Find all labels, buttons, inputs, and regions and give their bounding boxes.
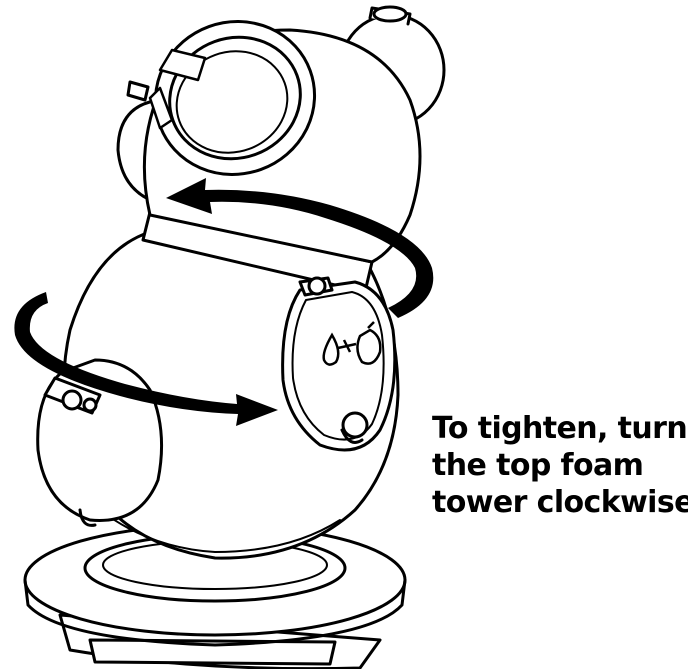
- instruction-line-2: the top foam: [432, 447, 684, 484]
- side-cap: [283, 278, 395, 450]
- instruction-text: To tighten, turn the top foam tower cloc…: [432, 410, 684, 521]
- instruction-line-3: tower clockwise.: [432, 484, 684, 521]
- instruction-line-1: To tighten, turn: [432, 410, 684, 447]
